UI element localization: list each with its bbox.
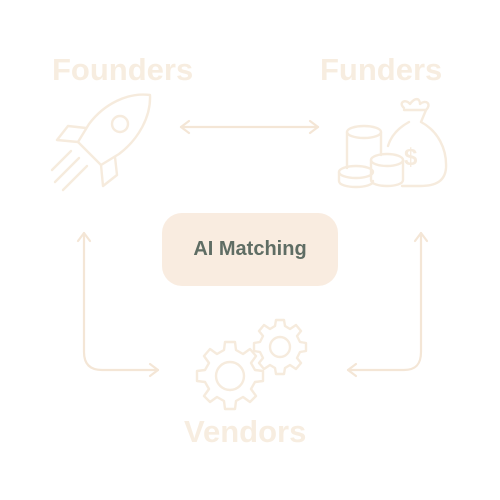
gears-icon xyxy=(195,318,308,411)
ai-matching-label: AI Matching xyxy=(193,238,307,260)
founders-label: Founders xyxy=(52,52,194,87)
founders-vendors-arrow xyxy=(76,231,160,378)
ai-matching-box: AI Matching xyxy=(162,213,338,286)
rocket-icon xyxy=(50,93,152,192)
funders-label: Funders xyxy=(320,52,443,87)
vendors-label: Vendors xyxy=(184,414,307,449)
vendors-funders-arrow xyxy=(346,231,429,378)
dollar-sign-icon: $ xyxy=(404,144,418,171)
founders-funders-arrow xyxy=(179,119,320,135)
money-bag-icon: $ xyxy=(337,97,448,189)
